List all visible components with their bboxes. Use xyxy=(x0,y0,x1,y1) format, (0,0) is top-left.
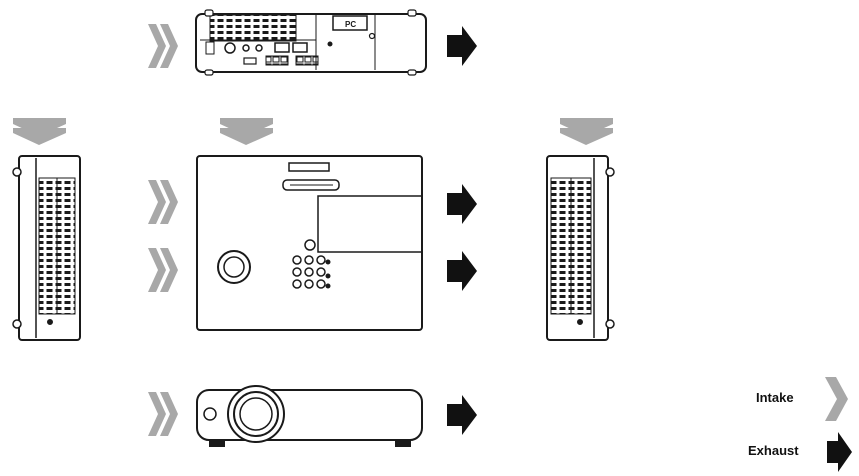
intake-arrow-side-right-down xyxy=(560,118,613,145)
projector-left-side-view xyxy=(12,155,81,341)
projector-front-view xyxy=(196,385,423,447)
svg-text:PC: PC xyxy=(345,20,356,29)
exhaust-arrow-top-2 xyxy=(447,251,477,291)
legend-intake-icon xyxy=(825,377,848,421)
exhaust-arrow-front xyxy=(447,395,477,435)
exhaust-arrow-top-1 xyxy=(447,184,477,224)
legend-exhaust-label: Exhaust xyxy=(748,443,799,458)
intake-arrow-top-left-2 xyxy=(148,248,178,292)
intake-arrow-front-left xyxy=(148,392,178,436)
legend-exhaust-icon xyxy=(827,432,852,472)
projector-top-view xyxy=(196,155,423,331)
intake-arrow-side-left-down xyxy=(13,118,66,145)
exhaust-arrow-rear xyxy=(447,26,477,66)
intake-arrow-rear-left xyxy=(148,24,178,68)
projector-right-side-view xyxy=(546,155,615,341)
intake-arrow-top-left-1 xyxy=(148,180,178,224)
intake-arrow-top-down xyxy=(220,118,273,145)
projector-rear-view: PC xyxy=(195,9,427,76)
legend-intake-label: Intake xyxy=(756,390,794,405)
